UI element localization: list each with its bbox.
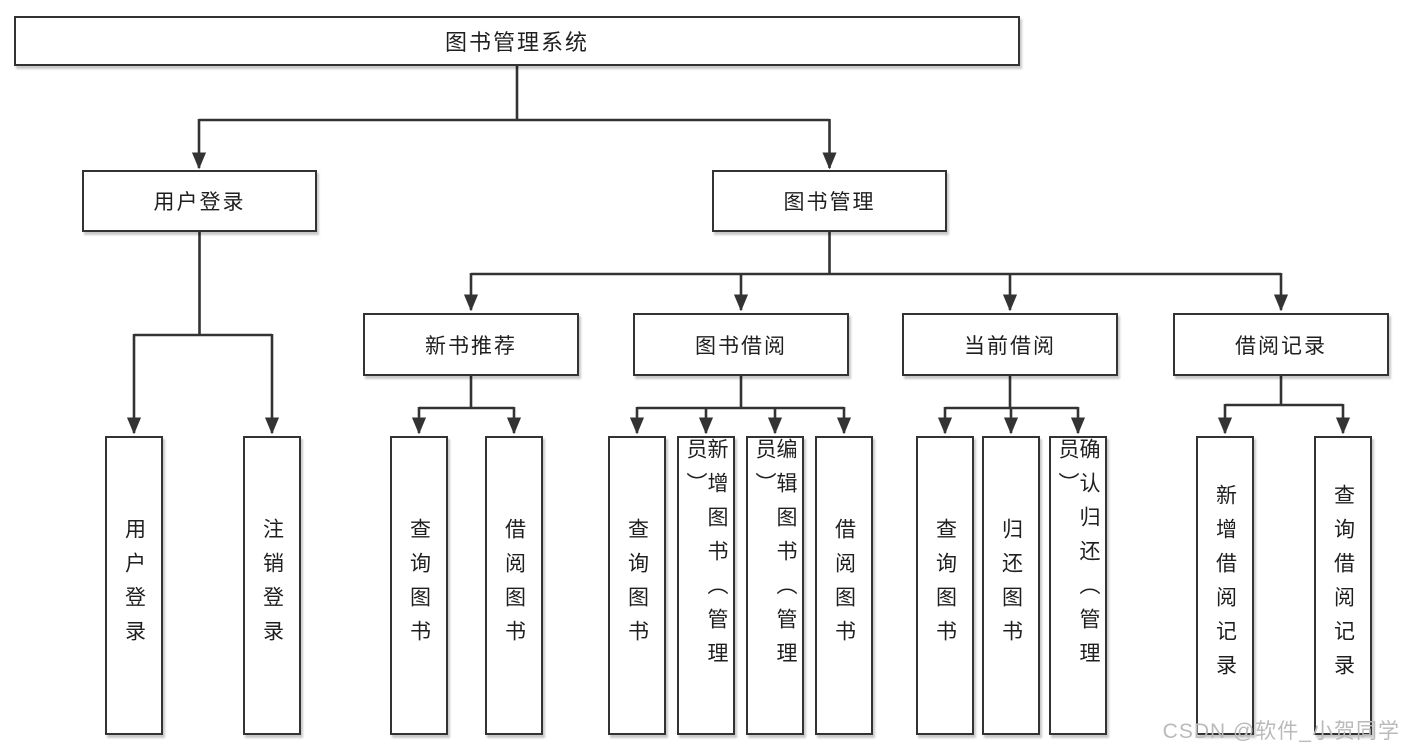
node-current-borrow-label: 当前借阅 [964,334,1056,358]
leaf-confirm-return-admin: 确认归还（管理员） [1049,436,1107,735]
node-current-borrow: 当前借阅 [902,313,1118,376]
node-borrow-records-label: 借阅记录 [1235,334,1327,358]
leaf-borrow-books-recommend: 借阅图书 [485,436,543,735]
node-book-management-label: 图书管理 [783,191,876,214]
connector-new-book-split [411,376,522,435]
node-user-login: 用户登录 [82,170,317,232]
leaf-edit-book-admin-label: 编辑图书（管理员） [753,438,797,676]
node-new-book-recommend-label: 新书推荐 [425,334,517,358]
connector-book-borrow-split [629,376,852,435]
leaf-add-borrow-record-label: 新增借阅记录 [1213,483,1237,688]
leaf-query-books-recommend: 查询图书 [390,436,448,735]
leaf-return-book: 归还图书 [982,436,1040,735]
leaf-return-book-label: 归还图书 [999,517,1023,654]
leaf-add-book-admin-label: 新增图书（管理员） [684,438,728,676]
connector-book-management-split [463,232,1289,312]
leaf-confirm-return-admin-label: 确认归还（管理员） [1056,438,1100,676]
leaf-add-borrow-record: 新增借阅记录 [1196,436,1254,735]
leaf-logout-label: 注销登录 [260,517,284,654]
leaf-query-books-current: 查询图书 [916,436,974,735]
node-book-management: 图书管理 [712,170,947,232]
leaf-borrow-books-label: 借阅图书 [832,517,856,654]
leaf-borrow-books-recommend-label: 借阅图书 [502,517,526,654]
leaf-user-login-label: 用户登录 [122,517,146,654]
leaf-add-book-admin: 新增图书（管理员） [677,436,735,735]
leaf-borrow-books: 借阅图书 [815,436,873,735]
connector-current-borrow-split [937,376,1086,435]
leaf-query-books-borrow: 查询图书 [608,436,666,735]
leaf-query-borrow-record-label: 查询借阅记录 [1331,483,1355,688]
node-root-label: 图书管理系统 [444,30,589,55]
leaf-query-books-recommend-label: 查询图书 [407,517,431,654]
node-borrow-records: 借阅记录 [1173,313,1389,376]
connector-root-split [191,66,837,170]
leaf-logout: 注销登录 [243,436,301,735]
node-root: 图书管理系统 [14,16,1020,66]
node-book-borrow-label: 图书借阅 [695,334,787,358]
leaf-edit-book-admin: 编辑图书（管理员） [746,436,804,735]
leaf-user-login: 用户登录 [105,436,163,735]
leaf-query-books-current-label: 查询图书 [933,517,957,654]
leaf-query-books-borrow-label: 查询图书 [625,517,649,654]
connector-borrow-record-split [1217,376,1351,435]
leaf-query-borrow-record: 查询借阅记录 [1314,436,1372,735]
node-new-book-recommend: 新书推荐 [363,313,579,376]
watermark: CSDN @软件_小贺同学 [1162,720,1400,743]
node-book-borrow: 图书借阅 [633,313,849,376]
connector-user-login-split [126,232,280,435]
node-user-login-label: 用户登录 [153,191,246,214]
